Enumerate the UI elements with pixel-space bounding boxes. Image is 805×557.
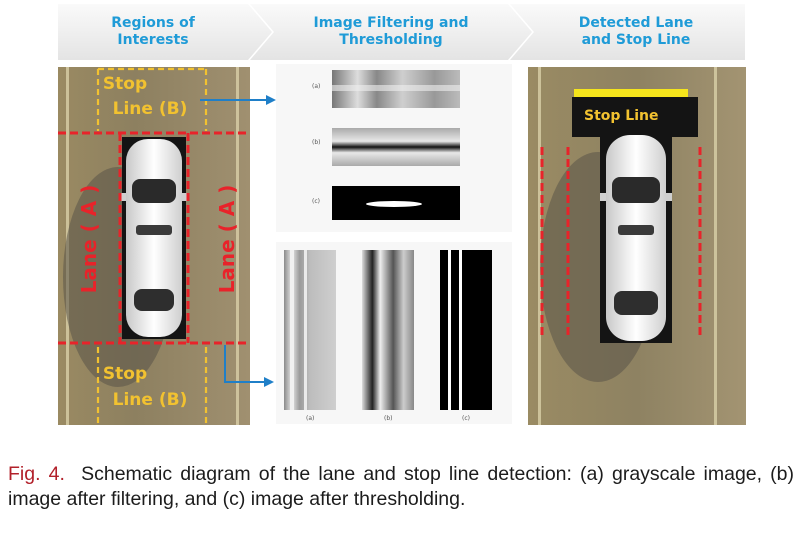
step-2-title: Image Filtering and Thresholding xyxy=(275,4,507,60)
stop-line-top-label: Stop Line (B) xyxy=(103,74,187,119)
filtered-lane-image xyxy=(362,250,414,410)
roi-image: Stop Line (B) Stop Line (B) Lane ( A ) L… xyxy=(58,67,250,425)
arrow-to-filter-bottom xyxy=(224,345,266,383)
bottom-tag-c: (c) xyxy=(462,415,470,422)
car-icon xyxy=(600,135,672,341)
stop-line-filter-panel: (a) (b) (c) xyxy=(276,64,512,232)
figure-caption: Fig. 4. Schematic diagram of the lane an… xyxy=(8,462,794,512)
bottom-tag-b: (b) xyxy=(384,415,393,422)
detected-lane-marks xyxy=(540,147,702,337)
arrowhead-bottom xyxy=(264,377,274,387)
detected-stop-line xyxy=(574,89,688,97)
car-icon xyxy=(120,139,188,337)
chevron-step-2 xyxy=(250,4,532,60)
filtered-stopline-image xyxy=(332,128,460,166)
stop-line-bottom-label: Stop Line (B) xyxy=(103,364,187,410)
step-2-label: Image Filtering and Thresholding xyxy=(313,15,469,48)
header-chevron-bar xyxy=(58,4,745,60)
lane-roi-boxes xyxy=(58,131,250,345)
step-1-label: Regions of Interests xyxy=(111,15,195,48)
roi-panel: Stop Line (B) Stop Line (B) Lane ( A ) L… xyxy=(58,67,250,425)
arrowhead-top xyxy=(266,95,276,105)
step-3-title: Detected Lane and Stop Line xyxy=(536,4,736,60)
lane-right-label: Lane ( A ) xyxy=(215,185,239,294)
top-tag-b: (b) xyxy=(312,139,321,146)
step-3-label: Detected Lane and Stop Line xyxy=(578,15,694,48)
bottom-tag-a: (a) xyxy=(306,415,314,422)
stop-line-label: Stop Line xyxy=(584,108,658,124)
figure-label: Fig. 4. xyxy=(8,463,65,485)
top-tag-a: (a) xyxy=(312,83,320,90)
lane-filter-panel: (a) (b) (c) xyxy=(276,242,512,424)
chevron-step-1 xyxy=(58,4,272,60)
top-tag-c: (c) xyxy=(312,198,320,205)
chevron-step-3 xyxy=(510,4,745,60)
step-1-title: Regions of Interests xyxy=(58,4,248,60)
detection-panel: Stop Line xyxy=(528,67,746,425)
caption-text: Schematic diagram of the lane and stop l… xyxy=(8,463,794,510)
detection-image: Stop Line xyxy=(528,67,746,425)
thresholded-lane-image xyxy=(440,250,492,410)
lane-left-label: Lane ( A ) xyxy=(77,185,101,294)
